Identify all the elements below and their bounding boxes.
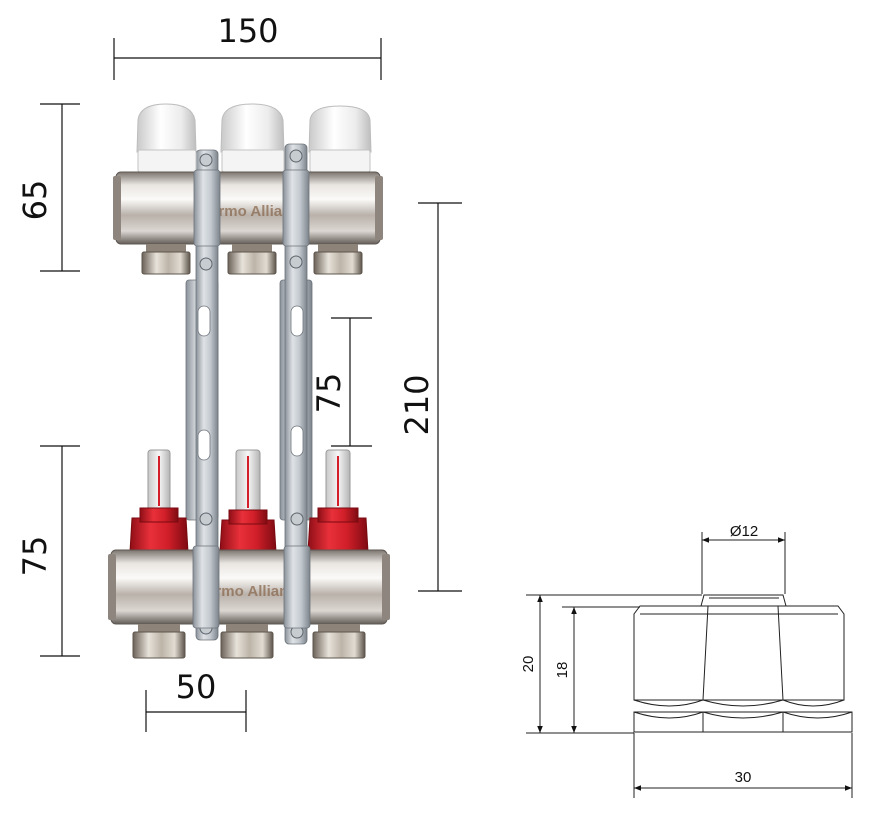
mounting-brackets <box>185 143 313 645</box>
top-outlet-1 <box>141 244 191 275</box>
bracket-right <box>279 143 313 645</box>
dim-nut-width-label: 30 <box>735 769 752 786</box>
dim-bottom-height: 75 <box>16 445 80 657</box>
dim-cap-diameter: Ø12 <box>701 523 786 594</box>
dim-bracket-spacing: 75 <box>310 317 372 447</box>
flowmeter-2 <box>219 449 277 553</box>
cap-top <box>700 594 787 607</box>
dim-overall-height-label: 210 <box>398 374 436 435</box>
hex-body <box>633 605 845 707</box>
dim-cap-diameter-label: Ø12 <box>730 523 758 540</box>
dim-nut-total-height: 20 <box>520 594 702 734</box>
flowmeter-1 <box>129 449 189 553</box>
top-manifold: Termo Alliance <box>113 103 383 275</box>
bottom-flange <box>633 711 853 733</box>
cap-nut-drawing: Ø12 20 18 30 <box>520 523 853 798</box>
bracket-left <box>185 149 219 641</box>
dim-bottom-height-label: 75 <box>16 536 54 577</box>
top-outlet-2 <box>227 244 277 275</box>
dim-bracket-spacing-label: 75 <box>310 373 348 414</box>
dim-overall-width: 150 <box>113 12 382 80</box>
dim-top-height-label: 65 <box>16 180 54 221</box>
thermostatic-cap-3 <box>308 105 372 173</box>
flowmeter-3 <box>307 449 369 553</box>
dim-nut-width: 30 <box>633 733 853 798</box>
brand-label-bottom: Termo Alliance <box>199 583 305 600</box>
thermostatic-cap-1 <box>136 103 197 173</box>
dim-top-height: 65 <box>16 103 80 272</box>
brand-label-top: Termo Alliance <box>202 203 308 220</box>
dim-nut-body-height: 18 <box>554 606 640 733</box>
dim-overall-width-label: 150 <box>217 12 278 50</box>
dim-port-spacing-label: 50 <box>176 668 217 706</box>
dim-port-spacing: 50 <box>145 668 247 732</box>
dim-overall-height: 210 <box>398 202 462 592</box>
bottom-outlet-2 <box>220 624 274 659</box>
top-outlet-3 <box>313 244 363 275</box>
dim-nut-body-height-label: 18 <box>554 662 571 679</box>
bottom-outlet-1 <box>132 624 186 659</box>
bottom-outlet-3 <box>312 624 366 659</box>
dim-nut-total-height-label: 20 <box>520 656 537 673</box>
thermostatic-cap-2 <box>220 103 285 173</box>
bottom-manifold: Termo Alliance <box>108 449 390 659</box>
